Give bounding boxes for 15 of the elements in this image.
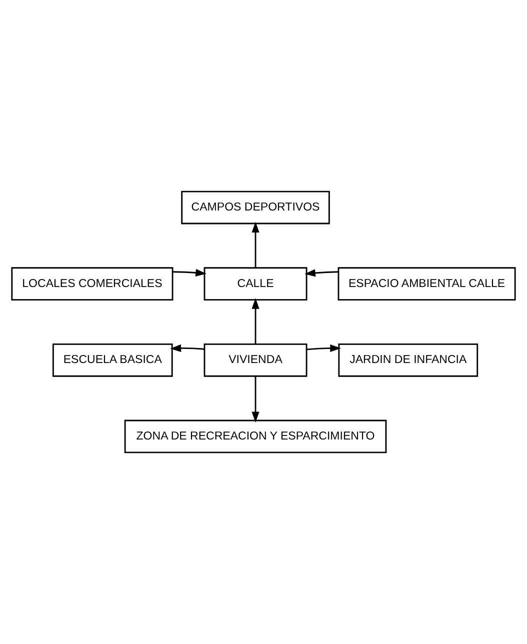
node-box: ESPACIO AMBIENTAL CALLE: [338, 267, 516, 301]
node-box: ZONA DE RECREACION Y ESPARCIMIENTO: [124, 420, 387, 454]
arrow: [172, 268, 206, 276]
node-box: LOCALES COMERCIALES: [11, 267, 174, 301]
arrow: [252, 298, 260, 344]
node-box: JARDIN DE INFANCIA: [338, 343, 478, 377]
node-box: CALLE: [204, 267, 308, 301]
arrow: [252, 222, 260, 268]
node-box: ESCUELA BASICA: [52, 343, 173, 377]
node-box: CAMPOS DEPORTIVOS: [181, 190, 330, 224]
arrow: [306, 344, 341, 352]
arrow: [252, 376, 260, 423]
arrow: [170, 344, 204, 352]
node-box: VIVIENDA: [204, 343, 308, 377]
arrow: [304, 269, 338, 277]
